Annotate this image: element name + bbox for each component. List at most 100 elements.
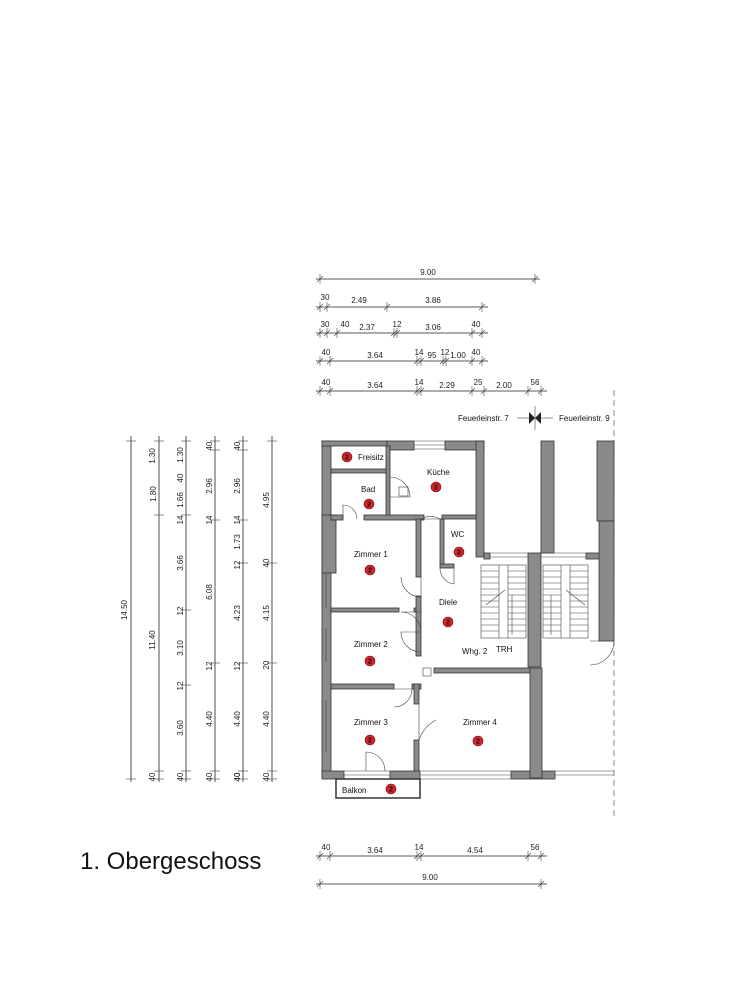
room-wc-label: WC xyxy=(451,530,465,539)
dim-left-c7-e: 40 xyxy=(262,772,271,781)
room-zimmer3-label: Zimmer 3 xyxy=(354,718,388,727)
dim-left-c3-e: 12 xyxy=(176,681,185,690)
badge-zimmer4: 2 xyxy=(472,735,484,747)
room-zimmer1-label: Zimmer 1 xyxy=(354,550,388,559)
dim-left-c4-h: 40 xyxy=(205,772,214,781)
neighbor-labels: Feuerleinstr. 7 Feuerleinstr. 9 xyxy=(458,406,610,430)
dim-top-r5-c: 14 xyxy=(415,378,424,387)
staircase-left xyxy=(480,564,527,639)
dim-top-r4-e: 12 xyxy=(441,348,450,357)
walls xyxy=(321,440,615,780)
svg-text:2: 2 xyxy=(345,455,349,462)
dim-left-c3-a: 1.80 xyxy=(149,486,158,502)
dim-left-c3-g: 40 xyxy=(176,772,185,781)
dim-left-c6-g: 40 xyxy=(233,772,242,781)
svg-text:2: 2 xyxy=(476,739,480,746)
room-zimmer4-label: Zimmer 4 xyxy=(463,718,497,727)
top-dimension-chains: 9.00 30 2.49 3.86 30 40 2.37 12 3.06 40 … xyxy=(316,268,547,396)
dim-left-c2-a: 1.30 xyxy=(148,448,157,464)
dim-left-c4-f: 12 xyxy=(205,661,214,670)
dim-top-r3-c: 2.37 xyxy=(359,323,375,332)
dim-left-c5-a: 40 xyxy=(205,441,214,450)
bottom-dimension-chains: 40 3.64 14 4.54 56 9.00 xyxy=(316,843,547,889)
dim-left-total: 14.50 xyxy=(120,599,129,620)
dim-top-r3-f: 40 xyxy=(472,320,481,329)
dim-top-r4-c: 14 xyxy=(415,348,424,357)
dim-left-c5-c: 14 xyxy=(205,515,214,524)
dim-top-r5-a: 40 xyxy=(322,378,331,387)
dim-top-r3-d: 12 xyxy=(393,320,402,329)
dim-top-r2-a: 30 xyxy=(321,293,330,302)
dim-top-r4-f: 1.00 xyxy=(450,351,466,360)
svg-text:2: 2 xyxy=(434,485,438,492)
dim-left-c7-a: 4.95 xyxy=(262,492,271,508)
room-kueche-label: Küche xyxy=(427,468,450,477)
left-dimension-chains: 14.50 1.30 11.40 40 1.80 3.66 12 3.10 12… xyxy=(120,436,277,782)
room-labels: Freisitz Küche Bad WC Zimmer 1 Diele Zim… xyxy=(342,453,513,795)
window-lines xyxy=(321,390,615,820)
room-trh-label: TRH xyxy=(496,645,513,654)
dim-left-c6-e: 12 xyxy=(233,560,242,569)
dim-left-c4-g: 4.40 xyxy=(205,711,214,727)
dim-top-r3-b: 40 xyxy=(341,320,350,329)
badge-zimmer2: 2 xyxy=(364,655,376,667)
dim-left-c2-c: 40 xyxy=(148,772,157,781)
svg-text:2: 2 xyxy=(368,568,372,575)
dim-left-c2-b: 11.40 xyxy=(148,630,157,650)
svg-text:2: 2 xyxy=(389,787,393,794)
svg-text:2: 2 xyxy=(367,502,371,509)
dim-top-r5-f: 2.00 xyxy=(496,381,512,390)
dim-top-r5-d: 2.29 xyxy=(439,381,455,390)
badge-zimmer1: 2 xyxy=(364,564,376,576)
room-balkon-label: Balkon xyxy=(342,786,366,795)
neighbor-right-label: Feuerleinstr. 9 xyxy=(559,414,610,423)
badge-freisitz: 2 xyxy=(341,451,353,463)
badge-wc: 2 xyxy=(453,546,465,558)
dim-top-r4-g: 40 xyxy=(472,348,481,357)
dim-bottom-r1-a: 40 xyxy=(322,843,331,852)
dim-left-c3-f: 3.60 xyxy=(176,720,185,736)
dim-left-c5-g: 40 xyxy=(233,772,242,781)
room-zimmer2-label: Zimmer 2 xyxy=(354,640,388,649)
room-whg2-label: Whg. 2 xyxy=(462,647,488,656)
room-diele-label: Diele xyxy=(439,598,458,607)
dim-left-c6-b: 2.96 xyxy=(233,478,242,494)
dim-left-c6-d: 1.73 xyxy=(233,534,242,550)
room-freisitz-label: Freisitz xyxy=(358,453,384,462)
room-bad-label: Bad xyxy=(361,485,375,494)
dim-top-r5-b: 3.64 xyxy=(367,381,383,390)
dim-left-c3-c: 12 xyxy=(176,606,185,615)
balcony-outline xyxy=(335,778,421,799)
dim-left-c4-d: 14 xyxy=(176,515,185,524)
dim-top-r4-d: 95 xyxy=(428,351,437,360)
dim-top-r3-e: 3.06 xyxy=(425,323,441,332)
svg-text:2: 2 xyxy=(457,550,461,557)
dim-left-c5-e: 12 xyxy=(233,661,242,670)
dim-top-r2-b: 2.49 xyxy=(351,296,367,305)
dim-left-c4-a: 1.30 xyxy=(176,447,185,463)
dim-left-c6-a: 40 xyxy=(233,441,242,450)
dim-top-r4-a: 40 xyxy=(322,348,331,357)
dim-top-r3-a: 30 xyxy=(321,320,330,329)
dim-left-c4-b: 40 xyxy=(176,473,185,482)
staircase-right xyxy=(542,564,589,639)
badge-balkon: 2 xyxy=(385,783,397,795)
dim-top-r2-c: 3.86 xyxy=(425,296,441,305)
badge-kueche: 2 xyxy=(430,481,442,493)
dim-left-c5-b: 2.96 xyxy=(205,478,214,494)
dim-left-c4-e: 6.08 xyxy=(205,584,214,600)
dim-top-r4-b: 3.64 xyxy=(367,351,383,360)
dim-bottom-r1-d: 4.54 xyxy=(467,846,483,855)
dim-left-c7-c: 4.15 xyxy=(262,605,271,621)
dim-left-c6-f: 4.40 xyxy=(262,711,271,727)
dim-bottom-r1-c: 14 xyxy=(415,843,424,852)
badge-diele: 2 xyxy=(442,616,454,628)
dim-left-c4-c: 1.66 xyxy=(176,492,185,508)
badge-bad: 2 xyxy=(363,498,375,510)
doors xyxy=(342,476,615,772)
dim-bottom-r1-e: 56 xyxy=(531,843,540,852)
dim-left-c6-c: 14 xyxy=(233,515,242,524)
badge-zimmer3: 2 xyxy=(364,734,376,746)
dim-left-c7-d: 20 xyxy=(262,660,271,669)
